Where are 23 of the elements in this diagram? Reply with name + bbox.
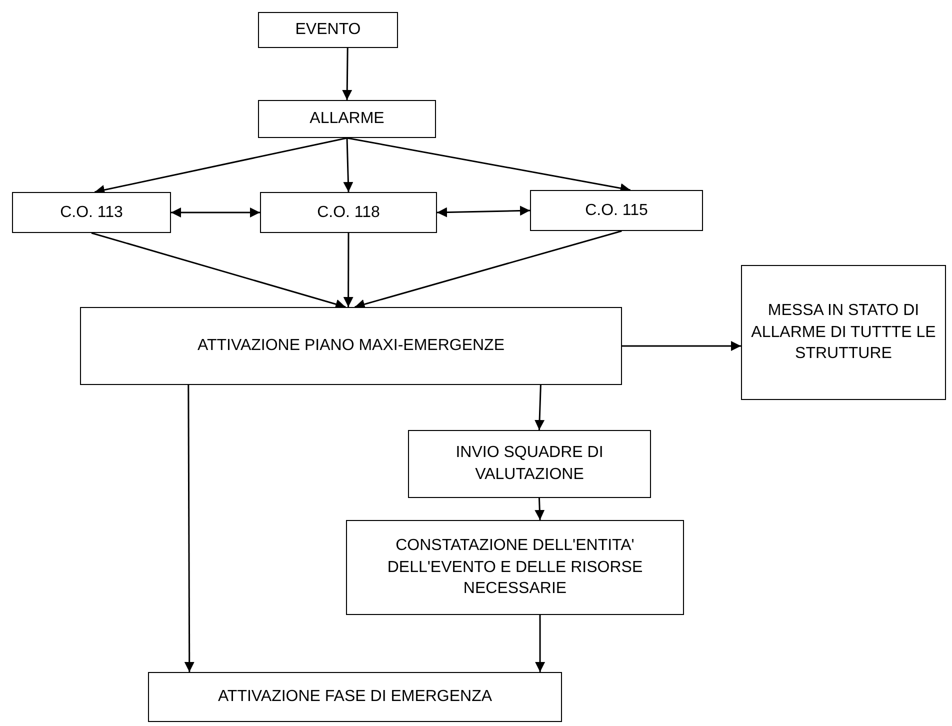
arrow — [354, 230, 622, 310]
arrow — [436, 206, 530, 218]
process-box: ATTIVAZIONE PIANO MAXI-EMERGENZE — [80, 307, 622, 385]
process-box: MESSA IN STATO DI ALLARME DI TUTTTE LE STRUTTURE — [741, 265, 946, 400]
arrow — [622, 341, 741, 351]
arrow — [171, 208, 260, 218]
arrow — [343, 233, 354, 307]
arrow — [91, 232, 346, 309]
arrow — [342, 48, 352, 100]
process-box: C.O. 115 — [530, 190, 703, 231]
process-box: ATTIVAZIONE FASE DI EMERGENZA — [148, 672, 562, 722]
arrow — [343, 138, 354, 192]
arrow — [534, 498, 545, 520]
arrow — [94, 137, 348, 195]
arrow — [535, 615, 546, 672]
process-box: ALLARME — [258, 100, 436, 138]
arrow — [184, 385, 194, 672]
process-box: CONSTATAZIONE DELL'ENTITA' DELL'EVENTO E DELLE RISORSE NECESSARIE — [346, 520, 684, 615]
arrow — [534, 384, 545, 430]
process-box: C.O. 118 — [260, 192, 437, 233]
process-box: EVENTO — [258, 12, 398, 48]
process-box: INVIO SQUADRE DI VALUTAZIONE — [408, 430, 651, 498]
process-box: C.O. 113 — [12, 192, 171, 233]
